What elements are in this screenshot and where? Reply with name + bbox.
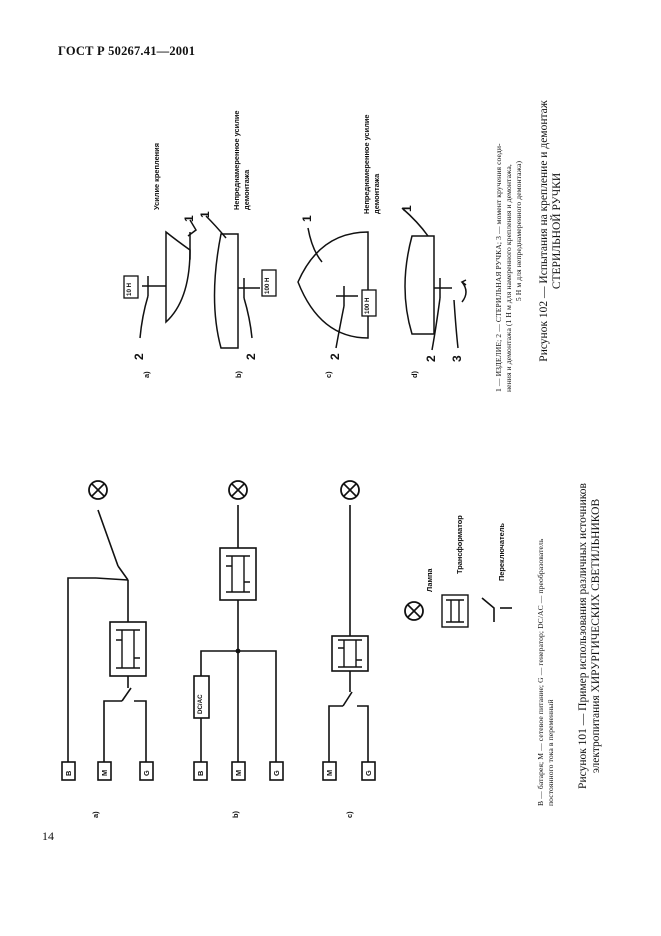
device-b xyxy=(213,233,239,349)
marker-2: 2 xyxy=(132,353,146,360)
device-c xyxy=(297,231,369,339)
fig102-note-line: нения и демонтажа (1 Н м для намеренного… xyxy=(504,164,513,392)
marker-2: 2 xyxy=(424,355,438,362)
transformer-icon xyxy=(116,629,140,669)
fig102-caption: Рисунок 102 — Испытания на крепление и д… xyxy=(538,70,564,392)
device-a xyxy=(165,230,191,324)
test-c-label: c) xyxy=(324,371,333,378)
label-attach-force: Усилие крепления xyxy=(152,142,161,210)
test-a-label: a) xyxy=(142,371,151,378)
force-c: 100 Н xyxy=(364,297,371,314)
label-line: Непреднамеренное усилие xyxy=(232,110,241,210)
force-b: 100 Н xyxy=(264,277,271,294)
device-d xyxy=(404,235,435,335)
page-number: 14 xyxy=(42,829,54,843)
label-unintended-force-b: Непреднамеренное усилие демонтажа xyxy=(232,110,252,210)
transformer-icon xyxy=(338,639,362,668)
label-unintended-force-c: Непреднамеренное усилие демонтажа xyxy=(362,114,382,214)
fig102-note-line: 1 — ИЗДЕЛИЕ; 2 — СТЕРИЛЬНАЯ РУЧКА; 3 — м… xyxy=(494,143,503,392)
label-line: Непреднамеренное усилие xyxy=(362,114,371,214)
marker-1: 1 xyxy=(182,215,196,222)
document-header: ГОСТ Р 50267.41—2001 xyxy=(58,44,196,58)
test-d-label: d) xyxy=(410,371,419,378)
label-line: демонтажа xyxy=(242,169,251,210)
transformer-icon xyxy=(446,599,464,623)
label-line: демонтажа xyxy=(372,173,381,214)
marker-3: 3 xyxy=(450,355,464,362)
transformer-icon xyxy=(226,555,250,593)
marker-2: 2 xyxy=(244,353,258,360)
marker-1: 1 xyxy=(198,211,212,218)
test-b-label: b) xyxy=(234,371,243,378)
force-a: 10 Н xyxy=(126,282,133,296)
marker-2: 2 xyxy=(328,353,342,360)
fig102-note-line: 5 Н м для непреднамеренного демонтажа) xyxy=(514,160,523,302)
marker-1: 1 xyxy=(400,205,414,212)
fig102-note: 1 — ИЗДЕЛИЕ; 2 — СТЕРИЛЬНАЯ РУЧКА; 3 — м… xyxy=(494,70,524,392)
fig102-caption-line: Рисунок 102 — Испытания на крепление и д… xyxy=(538,100,550,362)
fig102-caption-line: СТЕРИЛЬНОЙ РУЧКИ xyxy=(551,172,563,290)
marker-1: 1 xyxy=(300,215,314,222)
